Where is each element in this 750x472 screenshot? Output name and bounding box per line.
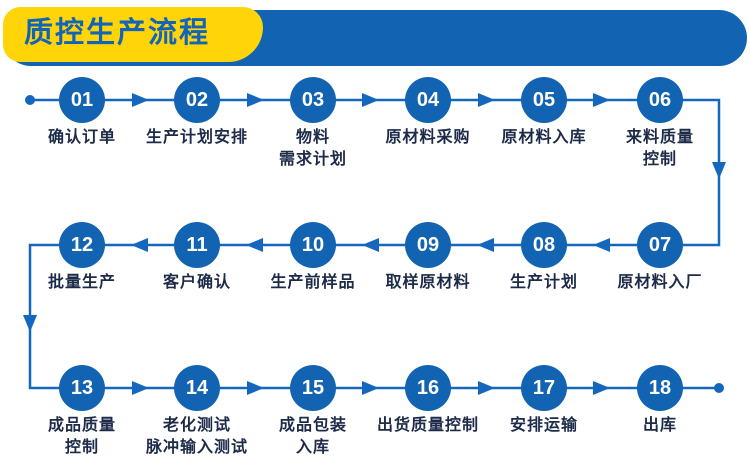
step-label: 来料质量 控制: [625, 129, 695, 168]
step-label: 确认订单: [47, 129, 117, 146]
step-number-badge: 01: [59, 77, 105, 123]
step-number: 14: [185, 376, 209, 399]
arrow-right-icon: [247, 93, 264, 107]
arrow-right-icon: [362, 93, 379, 107]
step-label: 生产计划安排: [145, 129, 249, 146]
step-number-badge: 13: [59, 365, 105, 411]
step-number-badge: 07: [637, 222, 683, 268]
step-number: 15: [301, 376, 325, 399]
arrow-right-icon: [478, 381, 495, 395]
step-label: 安排运输: [509, 417, 579, 434]
arrow-left-icon: [593, 238, 610, 252]
step-number: 17: [532, 376, 556, 399]
step-number: 10: [301, 233, 325, 256]
arrow-right-icon: [478, 93, 495, 107]
arrow-right-icon: [593, 381, 610, 395]
arrow-left-icon: [477, 238, 494, 252]
end-dot: [714, 383, 724, 393]
step-number: 07: [648, 233, 672, 256]
step-number: 05: [532, 88, 556, 111]
step-label: 成品包装 入库: [278, 417, 348, 456]
arrow-left-icon: [246, 238, 263, 252]
step-number-badge: 10: [290, 222, 336, 268]
arrow-left-icon: [131, 238, 148, 252]
step-number: 06: [648, 88, 672, 111]
step-label: 物料 需求计划: [278, 129, 348, 168]
header-banner-yellow: [3, 7, 263, 62]
arrow-left-icon: [362, 238, 379, 252]
step-number: 13: [70, 376, 94, 399]
step-number: 04: [416, 88, 440, 111]
step-number: 01: [70, 88, 94, 111]
step-number-badge: 05: [521, 77, 567, 123]
step-label: 原材料入库: [501, 129, 587, 146]
step-number-badge: 12: [59, 222, 105, 268]
step-label: 客户确认: [162, 274, 232, 291]
step-number: 09: [416, 233, 440, 256]
step-label: 生产计划: [509, 274, 579, 291]
step-number-badge: 15: [290, 365, 336, 411]
arrow-down-icon: [712, 162, 726, 179]
step-number-badge: 11: [174, 222, 220, 268]
step-label: 原材料采购: [385, 129, 471, 146]
step-number: 03: [301, 88, 325, 111]
start-dot: [25, 95, 35, 105]
arrowhead-icons: [23, 93, 726, 395]
arrow-right-icon: [247, 381, 264, 395]
step-label: 原材料入厂: [617, 274, 703, 291]
step-label: 批量生产: [47, 274, 117, 291]
step-number-badge: 17: [521, 365, 567, 411]
step-number-badge: 06: [637, 77, 683, 123]
step-number-badge: 04: [405, 77, 451, 123]
step-number-badge: 03: [290, 77, 336, 123]
step-number: 18: [648, 376, 672, 399]
arrow-right-icon: [132, 381, 149, 395]
step-label: 取样原材料: [385, 274, 471, 291]
arrow-down-icon: [23, 315, 37, 332]
arrow-right-icon: [132, 93, 149, 107]
step-number-badge: 09: [405, 222, 451, 268]
step-label: 出货质量控制: [376, 417, 480, 434]
step-number: 16: [416, 376, 440, 399]
step-label: 生产前样品: [270, 274, 356, 291]
step-number: 02: [185, 88, 209, 111]
step-label: 成品质量 控制: [47, 417, 117, 456]
step-number-badge: 02: [174, 77, 220, 123]
step-number-badge: 08: [521, 222, 567, 268]
arrow-right-icon: [593, 93, 610, 107]
page-title: 质控生产流程: [24, 17, 211, 49]
step-label: 老化测试 脉冲输入测试: [145, 417, 249, 456]
step-number: 08: [532, 233, 556, 256]
step-label: 出库: [642, 417, 678, 434]
step-number: 11: [186, 233, 208, 256]
step-number: 12: [70, 233, 94, 256]
step-number-badge: 14: [174, 365, 220, 411]
step-number-badge: 16: [405, 365, 451, 411]
arrow-right-icon: [362, 381, 379, 395]
step-number-badge: 18: [637, 365, 683, 411]
